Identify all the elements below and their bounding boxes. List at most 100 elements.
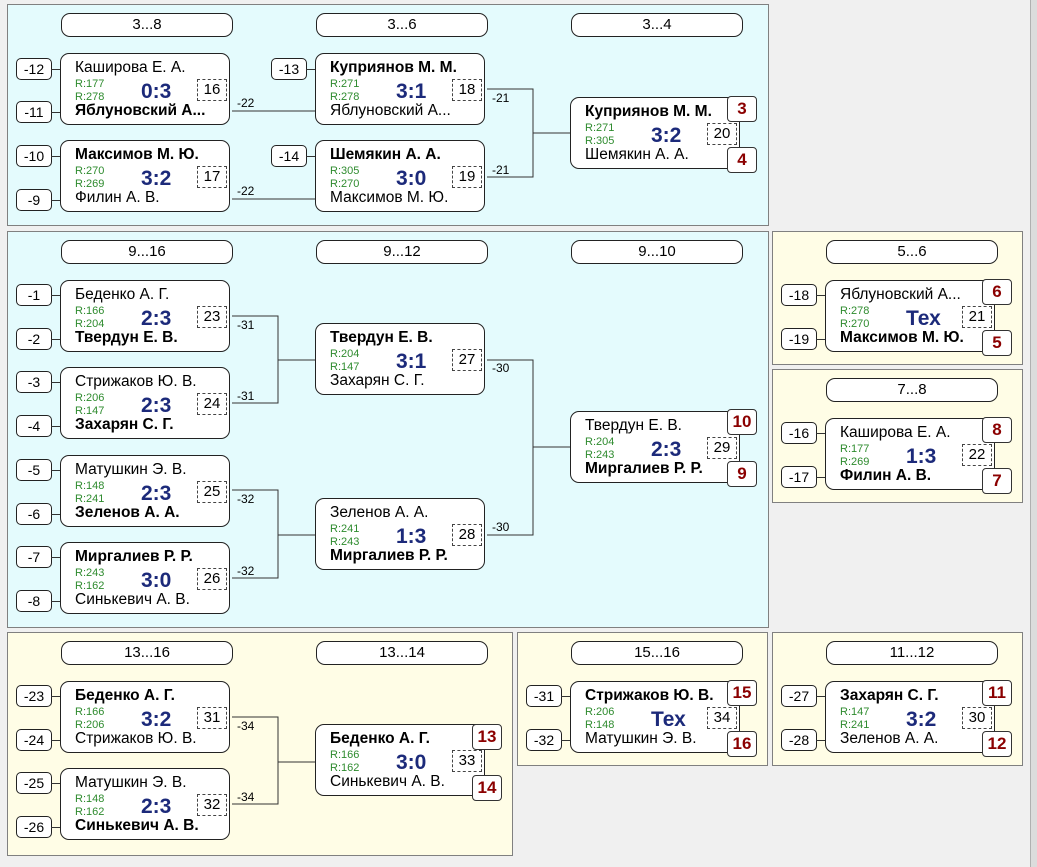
match-score: Тех xyxy=(906,307,941,330)
match-score: 2:3 xyxy=(141,795,172,818)
round-header: 3...6 xyxy=(316,13,488,37)
match-number: 28 xyxy=(452,524,482,546)
place-badge: 9 xyxy=(727,461,757,487)
player-top-rating: R:241 xyxy=(330,523,360,535)
seed-box: -5 xyxy=(16,459,60,481)
seed-box: -27 xyxy=(781,685,825,707)
player-bottom-rating: R:269 xyxy=(75,178,105,190)
player-top-rating: R:204 xyxy=(330,348,360,360)
round-header: 11...12 xyxy=(826,641,998,665)
place-badge: 13 xyxy=(472,724,502,750)
match-number: 18 xyxy=(452,79,482,101)
seed-box: -14 xyxy=(271,145,315,167)
round-header: 9...12 xyxy=(316,240,488,264)
player-bottom-rating: R:204 xyxy=(75,318,105,330)
seed-box: -6 xyxy=(16,503,60,525)
player-bottom-name: Яблуновский А... xyxy=(330,102,451,119)
seed-box: -12 xyxy=(16,58,60,80)
match-score: 1:3 xyxy=(906,445,937,468)
player-bottom-rating: R:241 xyxy=(75,493,105,505)
seed-box: -24 xyxy=(16,729,60,751)
seed-box: -32 xyxy=(526,729,570,751)
player-top-rating: R:148 xyxy=(75,480,105,492)
match-score: 3:2 xyxy=(906,708,937,731)
seed-box: -7 xyxy=(16,546,60,568)
player-bottom-rating: R:206 xyxy=(75,719,105,731)
seed-box: -4 xyxy=(16,415,60,437)
match-number: 26 xyxy=(197,568,227,590)
player-bottom-rating: R:147 xyxy=(330,361,360,373)
seed-box: -23 xyxy=(16,685,60,707)
player-bottom-name: Шемякин А. А. xyxy=(585,146,689,163)
seed-box: -10 xyxy=(16,145,60,167)
round-header: 7...8 xyxy=(826,378,998,402)
match-number: 23 xyxy=(197,306,227,328)
seed-box: -26 xyxy=(16,816,60,838)
seed-box: -18 xyxy=(781,284,825,306)
place-badge: 16 xyxy=(727,731,757,757)
player-top-rating: R:271 xyxy=(330,78,360,90)
round-header: 5...6 xyxy=(826,240,998,264)
player-bottom-name: Зеленов А. А. xyxy=(840,730,939,747)
place-badge: 14 xyxy=(472,775,502,801)
player-top-name: Матушкин Э. В. xyxy=(75,774,187,791)
connector-label: -34 xyxy=(237,719,255,733)
connector-label: -22 xyxy=(237,184,255,198)
player-bottom-rating: R:270 xyxy=(330,178,360,190)
vertical-scrollbar[interactable] xyxy=(1030,0,1037,867)
match-score: 2:3 xyxy=(141,307,172,330)
player-top-name: Твердун Е. В. xyxy=(585,417,682,434)
match-score: 3:1 xyxy=(396,80,427,103)
match-score: 1:3 xyxy=(396,525,427,548)
connector-label: -32 xyxy=(237,492,255,506)
player-top-name: Каширова Е. А. xyxy=(840,424,951,441)
match-score: 3:0 xyxy=(141,569,172,592)
player-bottom-name: Яблуновский А... xyxy=(75,102,206,119)
seed-box: -28 xyxy=(781,729,825,751)
player-top-rating: R:270 xyxy=(75,165,105,177)
player-bottom-name: Максимов М. Ю. xyxy=(840,329,964,346)
match-number: 32 xyxy=(197,794,227,816)
player-top-name: Стрижаков Ю. В. xyxy=(585,687,714,704)
match-score: 2:3 xyxy=(141,394,172,417)
connector-label: -31 xyxy=(237,318,255,332)
match-score: 3:0 xyxy=(396,751,427,774)
match-score: 3:1 xyxy=(396,350,427,373)
seed-box: -9 xyxy=(16,189,60,211)
round-header: 3...4 xyxy=(571,13,743,37)
player-bottom-rating: R:270 xyxy=(840,318,870,330)
player-top-rating: R:305 xyxy=(330,165,360,177)
place-badge: 3 xyxy=(727,96,757,122)
round-header: 13...16 xyxy=(61,641,233,665)
player-top-name: Стрижаков Ю. В. xyxy=(75,373,197,390)
connector-label: -34 xyxy=(237,790,255,804)
place-badge: 7 xyxy=(982,468,1012,494)
player-top-name: Шемякин А. А. xyxy=(330,146,441,163)
match-number: 16 xyxy=(197,79,227,101)
seed-box: -2 xyxy=(16,328,60,350)
player-top-name: Куприянов М. М. xyxy=(585,103,712,120)
player-top-rating: R:204 xyxy=(585,436,615,448)
connector-label: -30 xyxy=(492,361,510,375)
match-number: 24 xyxy=(197,393,227,415)
player-top-name: Матушкин Э. В. xyxy=(75,461,187,478)
